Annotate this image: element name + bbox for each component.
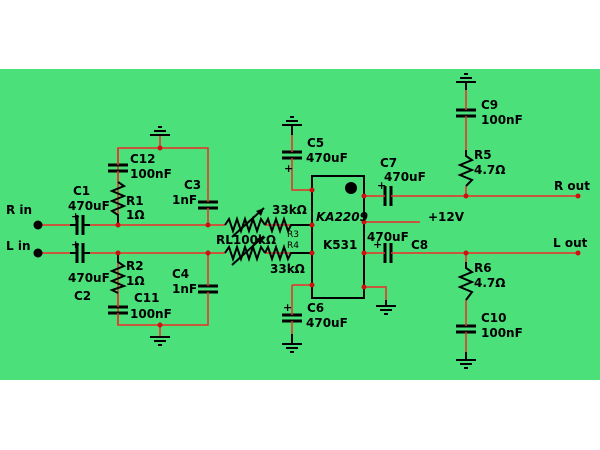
r3-ref: R3 <box>287 230 299 240</box>
r-in-label: R in <box>6 203 32 217</box>
r3-value: 33kΩ <box>272 203 307 217</box>
r1-ref: R1 <box>126 194 144 208</box>
ground-c10 <box>456 352 476 369</box>
resistor-r2 <box>109 253 127 294</box>
c11-ref: C11 <box>134 291 160 305</box>
resistor-r5 <box>457 150 475 187</box>
svg-text:+: + <box>71 238 80 251</box>
capacitor-c1: + <box>70 210 90 235</box>
c6-ref: C6 <box>307 301 324 315</box>
r4-ref: R4 <box>287 241 299 251</box>
r-in-terminal <box>33 220 43 230</box>
c1-ref: C1 <box>73 184 90 198</box>
r6-value: 4.7Ω <box>474 276 505 290</box>
capacitor-c9 <box>456 103 476 125</box>
l-out-label: L out <box>553 236 588 250</box>
svg-text:+: + <box>373 238 382 251</box>
c4-ref: C4 <box>172 267 189 281</box>
ground-c6 <box>282 334 302 353</box>
schematic-board: + + + + + + <box>0 69 600 380</box>
c6-value: 470uF <box>306 316 348 330</box>
c9-value: 100nF <box>481 113 523 127</box>
ground-c5 <box>282 116 302 135</box>
r5-value: 4.7Ω <box>474 163 505 177</box>
c3-value: 1nF <box>172 193 197 207</box>
r6-ref: R6 <box>474 261 492 275</box>
ground-c12 <box>150 126 170 136</box>
c12-value: 100nF <box>130 167 172 181</box>
capacitor-c4 <box>198 280 218 297</box>
c2-ref: C2 <box>74 289 91 303</box>
capacitor-c12 <box>108 148 128 182</box>
resistor-r3 <box>264 215 312 235</box>
svg-text:+: + <box>284 162 293 175</box>
labels: R in L in R out L out +12V KA2209 K531 R… <box>6 98 590 340</box>
capacitor-c7: + <box>377 179 396 206</box>
c3-ref: C3 <box>184 178 201 192</box>
ground-c11 <box>150 336 170 346</box>
resistor-r1 <box>109 181 127 225</box>
ic-code-label: K531 <box>323 238 357 252</box>
r1-value: 1Ω <box>126 208 145 222</box>
ic-name-label: KA2209 <box>316 210 368 224</box>
r5-ref: R5 <box>474 148 492 162</box>
c4-value: 1nF <box>172 282 197 296</box>
capacitor-c11 <box>108 293 128 325</box>
potentiometer-rl <box>224 207 266 266</box>
c5-value: 470uF <box>306 151 348 165</box>
c7-value: 470uF <box>384 170 426 184</box>
r2-value: 1Ω <box>126 274 145 288</box>
svg-text:+: + <box>71 210 80 223</box>
c8-ref: C8 <box>411 238 428 252</box>
junction-dots <box>115 145 581 328</box>
l-in-terminal <box>33 248 43 258</box>
supply-label: +12V <box>428 210 465 224</box>
capacitor-c2: + <box>70 238 90 263</box>
svg-text:+: + <box>283 301 292 314</box>
c2-value: 470uF <box>68 271 110 285</box>
capacitor-c6: + <box>282 300 302 334</box>
c8-value: 470uF <box>367 230 409 244</box>
svg-text:+: + <box>377 179 386 192</box>
ground-c9 <box>456 73 476 90</box>
capacitor-c5: + <box>282 135 302 175</box>
resistor-r6 <box>457 262 475 301</box>
r4-value: 33kΩ <box>270 262 305 276</box>
pot-label: RL100kΩ <box>216 233 276 247</box>
resistor-r4 <box>264 243 312 263</box>
c9-ref: C9 <box>481 98 498 112</box>
c11-value: 100nF <box>130 307 172 321</box>
ic-pin1-marker <box>345 182 357 194</box>
r-out-label: R out <box>554 179 590 193</box>
ic-ka2209 <box>311 175 365 299</box>
c5-ref: C5 <box>307 136 324 150</box>
c10-ref: C10 <box>481 311 507 325</box>
capacitor-c3 <box>198 196 218 215</box>
c10-value: 100nF <box>481 326 523 340</box>
r2-ref: R2 <box>126 259 144 273</box>
c12-ref: C12 <box>130 152 156 166</box>
c1-value: 470uF <box>68 199 110 213</box>
capacitor-c8: + <box>373 238 396 263</box>
capacitor-c10 <box>456 318 476 338</box>
c7-ref: C7 <box>380 156 397 170</box>
l-in-label: L in <box>6 239 30 253</box>
ground-ic <box>376 300 396 315</box>
